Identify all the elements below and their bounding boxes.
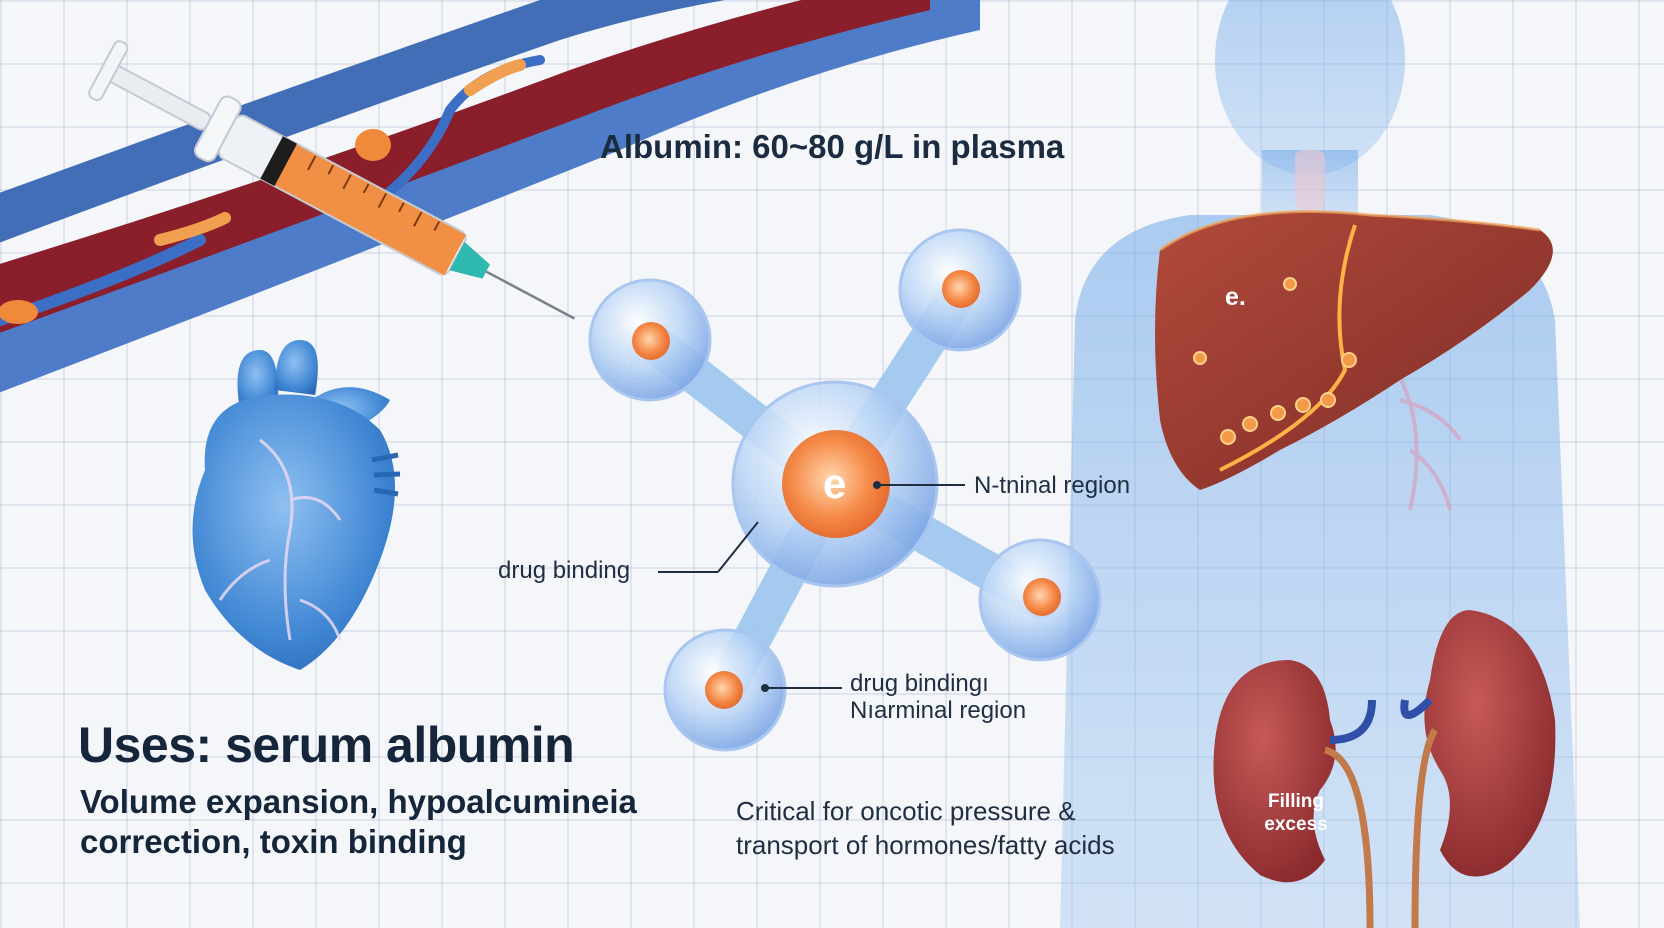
n-terminal-label: N-tninal region — [974, 472, 1131, 499]
n-terminal-secondary-line: Nıarminal region — [850, 697, 1027, 724]
kidney-label: Filling excess — [1254, 790, 1338, 836]
oncotic-note: Critical for oncotic pressure & transpor… — [736, 794, 1156, 862]
oncotic-note-line-2: transport of hormones/fatty acids — [736, 830, 1115, 860]
liver-label: e. — [1225, 283, 1246, 311]
drug-binding-label: drug binding — [498, 557, 631, 584]
molecule-core-label: e — [823, 460, 847, 507]
kidney-label-line-2: excess — [1264, 814, 1328, 835]
kidney-icon — [1213, 610, 1556, 928]
albumin-molecule-icon — [588, 228, 1102, 752]
syringe-icon — [88, 40, 576, 320]
kidney-label-line-1: Filling — [1268, 791, 1324, 812]
uses-line-1: Volume expansion, hypoalcumineia — [80, 783, 637, 820]
uses-description: Volume expansion, hypoalcumineia correct… — [80, 782, 720, 862]
drug-binding-secondary-label: drug bindingı Nıarminal region — [850, 670, 1070, 724]
liver-icon — [1155, 210, 1553, 490]
drug-binding-secondary-line: drug bindingı — [850, 670, 989, 697]
page-title: Albumin: 60~80 g/L in plasma — [600, 128, 1065, 165]
oncotic-note-line-1: Critical for oncotic pressure & — [736, 796, 1076, 826]
uses-heading: Uses: serum albumin — [78, 717, 575, 773]
uses-line-2: correction, toxin binding — [80, 823, 467, 860]
blood-vessel-icon — [0, 0, 980, 393]
heart-icon — [192, 340, 401, 670]
